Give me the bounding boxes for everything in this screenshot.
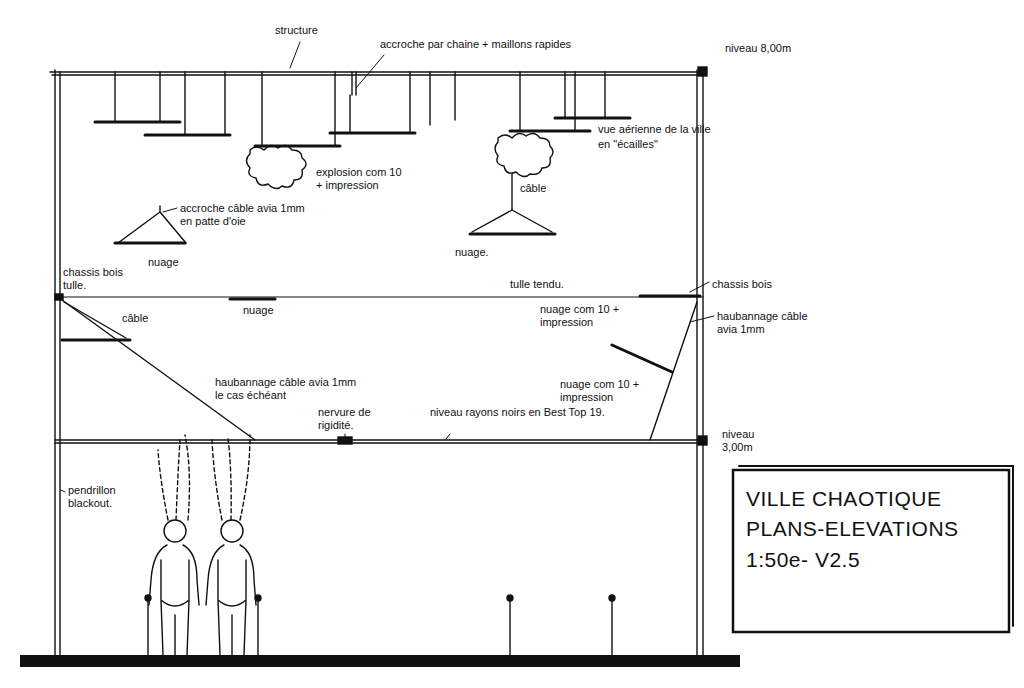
annotation-label: haubannage câble avia 1mm le cas échéant — [215, 376, 360, 402]
visitor-cane-knob — [145, 595, 151, 601]
explosion-shape — [247, 145, 307, 188]
black-rays-level — [55, 440, 703, 443]
annotation-label: nuage. — [455, 246, 505, 259]
annotation-label: niveau 8,00m — [725, 42, 815, 55]
cloud-panel — [62, 296, 700, 372]
annotation-label: structure — [275, 24, 365, 37]
hanger-cable — [511, 174, 512, 210]
annotation-label: pendrillon blackout. — [68, 484, 138, 510]
crowfoot-cable — [118, 206, 186, 243]
title-block-text: VILLE CHAOTIQUE PLANS-ELEVATIONS 1:50e- … — [746, 484, 996, 575]
ground-slab — [20, 655, 740, 667]
visitor-cane-knob — [255, 595, 261, 601]
visitor-figure — [149, 545, 199, 655]
structure-beam — [50, 72, 706, 75]
annotation-label: en "écailles" — [598, 138, 698, 151]
annotation-label: vue aérienne de la ville — [598, 123, 798, 136]
lamp-post — [510, 601, 612, 655]
annotation-label: nuage — [148, 256, 198, 269]
structure-post — [697, 70, 703, 655]
title-block-shadow — [739, 466, 1013, 626]
chain-hanger — [352, 72, 356, 95]
annotation-label: haubannage câble avia 1mm — [717, 310, 827, 336]
annotation-label: accroche câble avia 1mm en patte d'oie — [180, 202, 315, 228]
annotation-label: nuage — [243, 304, 293, 317]
annotation-label: nuage com 10 + impression — [540, 303, 640, 329]
visitor-figure — [206, 545, 256, 655]
annotation-label: chassis bois — [712, 278, 802, 291]
annotation-label: chassis bois tulle. — [63, 266, 123, 292]
visitor-head — [164, 520, 186, 542]
annotation-label: câble — [122, 312, 172, 325]
wood-frame-mark — [55, 294, 63, 300]
annotation-label: accroche par chaine + maillons rapides — [380, 38, 640, 51]
lamp-head — [507, 595, 513, 601]
annotation-label: nuage com 10 + impression — [560, 378, 650, 404]
title-block-frame — [733, 470, 1009, 632]
explosion-shape — [495, 133, 553, 176]
annotation-label: niveau 3,00m — [722, 428, 782, 454]
visitor-head — [221, 520, 243, 542]
annotation-label: tulle tendu. — [510, 278, 590, 291]
leader-line — [61, 42, 714, 492]
tulle-line — [55, 296, 703, 297]
light-beam — [158, 435, 250, 520]
bracing-cable — [62, 300, 697, 440]
crowfoot-cable — [472, 210, 552, 232]
visitor-cane — [257, 601, 258, 655]
level-mark — [698, 67, 707, 76]
annotation-label: câble — [520, 182, 570, 195]
annotation-label: explosion com 10 + impression — [316, 166, 411, 192]
annotation-label: niveau rayons noirs en Best Top 19. — [430, 406, 620, 419]
structure-post — [55, 70, 60, 655]
cloud-panel — [115, 234, 555, 243]
elevation-lines — [50, 42, 1013, 655]
lamp-head — [609, 595, 615, 601]
annotation-label: nervure de rigidité. — [318, 406, 393, 432]
stiffening-rib — [338, 437, 352, 444]
visitor-cane — [147, 601, 148, 655]
